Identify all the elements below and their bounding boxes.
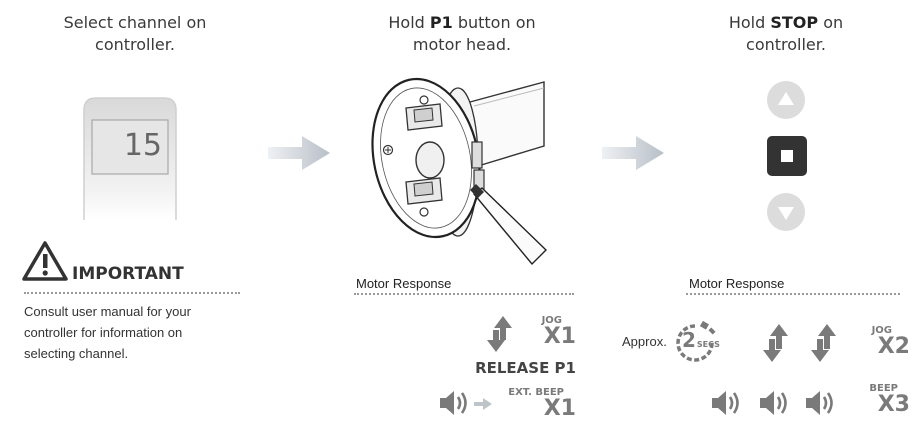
- small-arrow-icon: [474, 396, 492, 415]
- screwdriver-icon: [470, 180, 548, 270]
- step1-caption-line1: Select channel on: [63, 13, 207, 32]
- important-divider: [24, 292, 240, 294]
- speaker-icon: [710, 386, 748, 424]
- remote-icon: [80, 96, 180, 220]
- motor-head-icon: [358, 70, 548, 270]
- step2-beep-x: X1: [543, 396, 576, 421]
- step1-caption-line2: controller.: [95, 35, 175, 54]
- timer-value: 2SECS: [682, 328, 732, 352]
- step2-beep-label: EXT. BEEP: [508, 387, 564, 398]
- step2-jog-label: JOG: [541, 315, 562, 326]
- step3-divider: [686, 293, 900, 295]
- important-body-line1: Consult user manual for your: [24, 304, 191, 319]
- step2-divider: [354, 293, 574, 295]
- jog-arrows-icon: [762, 322, 792, 368]
- step2-motor-response-label: Motor Response: [356, 276, 452, 291]
- important-title: IMPORTANT: [72, 264, 184, 284]
- step3-jog-count: JOG X2: [850, 326, 910, 358]
- step3-caption-line2: controller.: [746, 35, 826, 54]
- stop-button-icon[interactable]: [767, 136, 807, 180]
- timer-number: 2: [682, 328, 696, 352]
- step3-caption-before: Hold: [728, 13, 771, 32]
- step3-beep-x: X3: [877, 392, 910, 417]
- timer-unit: SECS: [696, 340, 720, 349]
- step3-beep-label: BEEP: [869, 383, 898, 394]
- arrow-right-icon: [602, 136, 664, 174]
- down-button-icon[interactable]: [767, 193, 805, 235]
- speaker-icon: [804, 386, 842, 424]
- step1-caption: Select channel on controller.: [35, 12, 235, 56]
- step3-beep-count: BEEP X3: [846, 384, 910, 416]
- jog-arrows-icon: [486, 314, 516, 358]
- step3-caption: Hold STOP on controller.: [686, 12, 886, 56]
- up-button-icon[interactable]: [767, 81, 805, 123]
- important-body-line2: controller for information on: [24, 325, 183, 340]
- step3-caption-after: on: [818, 13, 844, 32]
- step2-jog-x: X1: [543, 324, 576, 349]
- step2-caption-bold: P1: [429, 13, 453, 32]
- step2-jog-count: JOG X1: [520, 316, 576, 348]
- step2-beep-count: EXT. BEEP X1: [494, 388, 576, 420]
- step3-jog-label: JOG: [871, 325, 892, 336]
- arrow-right-icon: [268, 136, 330, 174]
- warning-icon: [22, 240, 68, 282]
- approx-label: Approx.: [622, 334, 667, 349]
- timer-icon: [673, 320, 719, 368]
- step3-motor-response-label: Motor Response: [689, 276, 785, 291]
- jog-arrows-icon: [810, 322, 840, 368]
- step3-caption-bold: STOP: [770, 13, 819, 32]
- step3-jog-x: X2: [877, 334, 910, 359]
- step2-caption: Hold P1 button on motor head.: [352, 12, 572, 56]
- step2-caption-line2: motor head.: [412, 35, 512, 54]
- important-body: Consult user manual for your controller …: [24, 301, 191, 364]
- speaker-icon: [758, 386, 796, 424]
- release-p1-text: RELEASE P1: [475, 359, 576, 377]
- important-body-line3: selecting channel.: [24, 346, 129, 361]
- step2-caption-after: button on: [452, 13, 536, 32]
- step2-caption-before: Hold: [388, 13, 430, 32]
- channel-display: 15: [123, 128, 162, 163]
- speaker-icon: [438, 386, 472, 424]
